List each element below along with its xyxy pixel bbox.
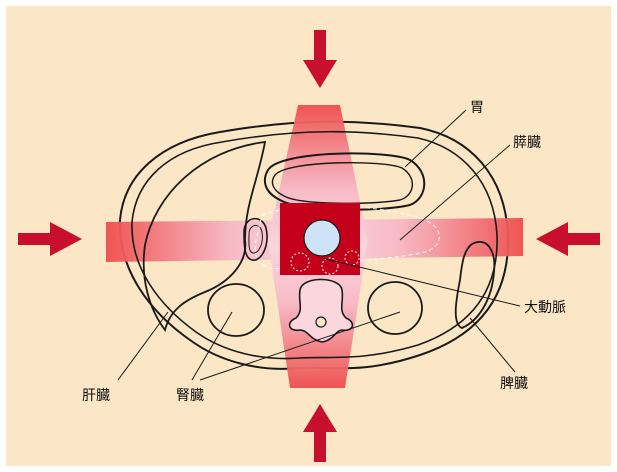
label-kidney: 腎臓: [176, 388, 204, 404]
spinal-canal: [316, 317, 326, 327]
label-spleen: 脾臓: [500, 376, 528, 392]
label-liver: 肝臓: [82, 388, 110, 404]
aorta-circle: [304, 220, 340, 256]
label-pancreas: 膵臓: [513, 135, 541, 151]
label-aorta: 大動脈: [524, 300, 566, 316]
label-stomach: 胃: [470, 100, 484, 116]
